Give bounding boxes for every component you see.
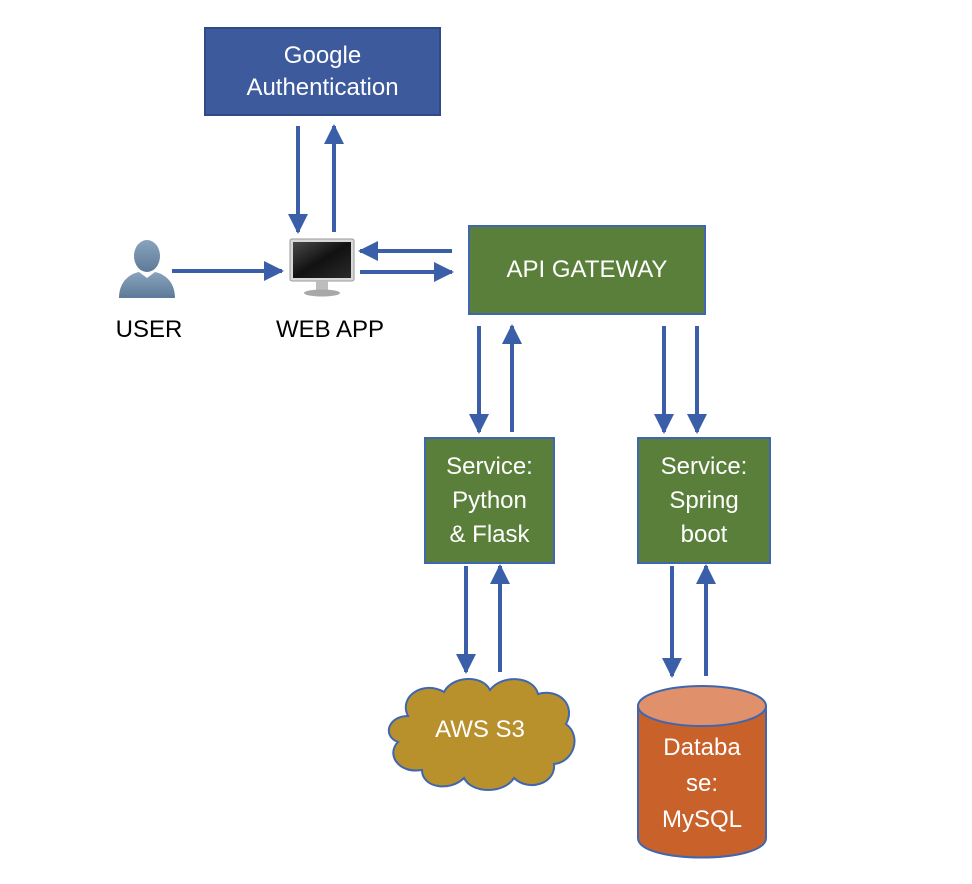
- cloud-shape: [387, 677, 576, 791]
- database-cylinder: [637, 685, 767, 859]
- database-line-3: MySQL: [661, 806, 742, 833]
- python-service-line-1: Service:: [446, 452, 533, 480]
- database-label: Databa se: MySQL: [636, 726, 768, 842]
- api-gateway-node: API GATEWAY: [468, 225, 706, 315]
- database-line-1: Databa: [663, 734, 741, 761]
- user-icon: [119, 240, 175, 298]
- google-auth-line-2: Authentication: [246, 73, 399, 101]
- api-gateway-label: API GATEWAY: [506, 256, 668, 283]
- google-auth-line-1: Google: [283, 41, 362, 69]
- spring-service-node: Service: Spring boot: [637, 437, 771, 564]
- google-auth-node: Google Authentication: [204, 27, 441, 116]
- user-label: USER: [115, 316, 183, 343]
- python-service-line-3: & Flask: [449, 520, 530, 548]
- python-service-line-2: Python: [452, 486, 527, 514]
- spring-service-line-2: Spring: [669, 486, 739, 514]
- spring-service-line-1: Service:: [660, 452, 748, 480]
- web-app-label: WEB APP: [275, 316, 385, 343]
- monitor-icon: [289, 238, 355, 297]
- database-line-2: se:: [685, 770, 718, 797]
- spring-service-line-3: boot: [680, 520, 728, 548]
- python-service-node: Service: Python & Flask: [424, 437, 555, 564]
- aws-s3-label: AWS S3: [435, 716, 525, 743]
